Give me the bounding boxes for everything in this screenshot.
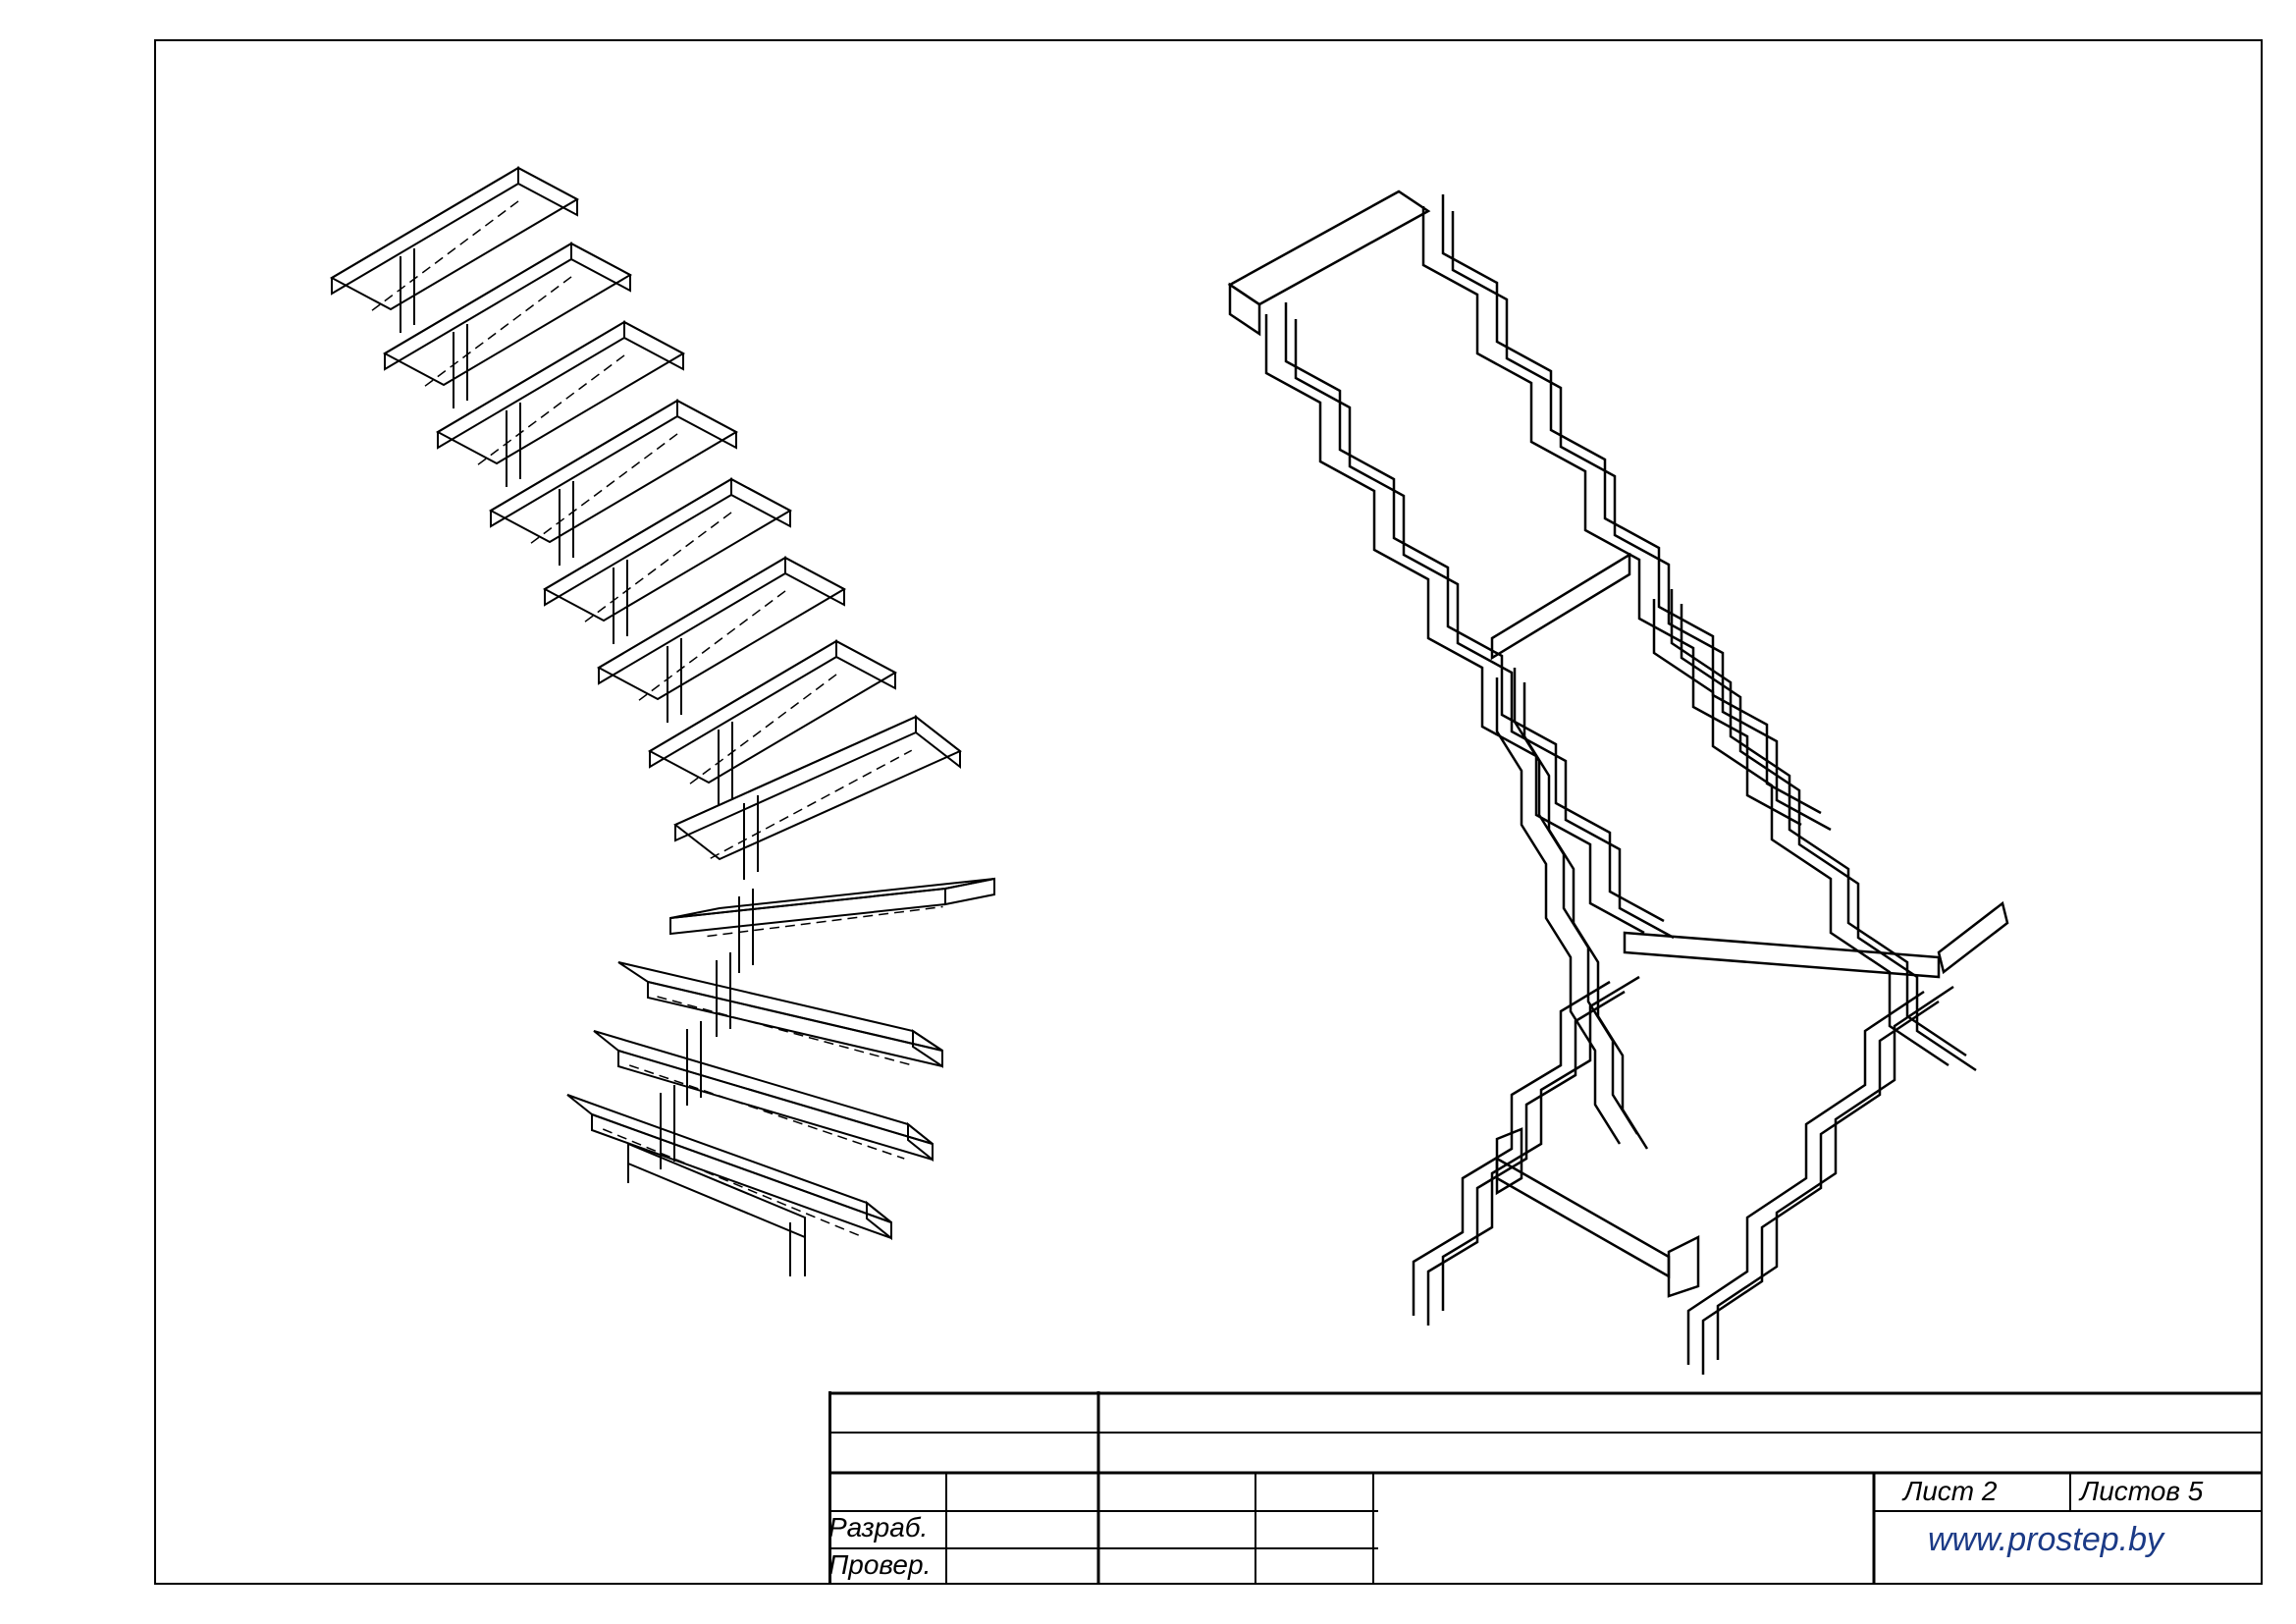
website-link[interactable]: www.prostep.by: [1928, 1521, 2163, 1558]
checked-by-label: Провер.: [828, 1549, 932, 1580]
tread-front: [674, 715, 917, 842]
upper-left-stringer: [1294, 319, 1675, 940]
hidden-stringer-line: [584, 511, 733, 623]
upper-right-stringer: [1451, 211, 1832, 832]
bottom-right-stringer: [1716, 985, 1954, 1360]
upper-left-stringer: [1264, 314, 1645, 935]
bottom-left-stringer: [1412, 980, 1611, 1316]
tread-front: [331, 166, 519, 296]
base-beam: [627, 1142, 806, 1239]
top-cross-beam: [1227, 189, 1431, 306]
tread-side: [915, 714, 961, 770]
tread-front: [490, 399, 678, 528]
stringer-frame-isometric-view: [1227, 189, 2009, 1375]
upper-left-stringer: [1284, 302, 1665, 923]
bottom-right-stringer: [1701, 1000, 1940, 1375]
hidden-stringer-line: [371, 199, 520, 311]
bottom-left-stringer: [1426, 990, 1626, 1326]
tread-top: [596, 556, 847, 701]
developed-by-label: Разраб.: [828, 1512, 929, 1543]
landing-beam-end: [1937, 900, 2009, 975]
tread-side: [866, 1200, 892, 1241]
hidden-stringer-line: [710, 749, 913, 859]
upper-right-stringer: [1421, 206, 1802, 827]
hidden-stringer-line: [657, 996, 913, 1066]
mid-left-stringer: [1495, 677, 1622, 1145]
hidden-stringer-line: [530, 432, 679, 544]
tread-side: [517, 166, 578, 217]
tread-side: [623, 320, 684, 371]
hidden-stringer-line: [629, 1064, 905, 1160]
tread-top: [435, 320, 686, 465]
bottom-base-end: [1667, 1234, 1700, 1298]
right-long-stringer: [1652, 599, 1949, 1067]
tread-side: [730, 477, 791, 528]
tread-top: [566, 1094, 892, 1223]
hidden-stringer-line: [707, 905, 943, 938]
tread-side: [835, 639, 896, 690]
sheet-frame: [154, 39, 2263, 1585]
upper-right-stringer: [1441, 194, 1822, 815]
tread-front: [437, 320, 625, 450]
hidden-stringer-line: [477, 353, 626, 465]
sheets-total-label: Листов 5: [2080, 1476, 2204, 1506]
sheet-number-label: Лист 2: [1903, 1476, 1998, 1506]
tread-top: [382, 242, 633, 387]
tread-side: [907, 1121, 934, 1163]
hidden-stringer-line: [424, 275, 573, 387]
tread-top: [542, 477, 793, 623]
right-long-stringer: [1670, 589, 1967, 1057]
tread-front: [669, 887, 946, 936]
tread-side: [944, 877, 995, 906]
tread-top: [593, 1030, 934, 1145]
title-block: Разраб. Провер. Лист 2 Листов 5 www.pros…: [828, 1391, 2263, 1585]
middle-cross-beam: [1490, 552, 1631, 661]
tread-top: [488, 399, 739, 544]
bottom-left-stringer: [1441, 975, 1640, 1311]
staircase-hidden-lines: [371, 199, 943, 1238]
tread-side: [676, 399, 737, 450]
bottom-right-stringer: [1686, 990, 1925, 1365]
bottom-base-end: [1495, 1127, 1523, 1196]
top-cross-beam-end: [1228, 282, 1261, 337]
tread-top: [329, 166, 580, 311]
mid-left-stringer: [1522, 682, 1649, 1150]
tread-front: [649, 639, 837, 769]
tread-side: [570, 242, 631, 293]
tread-front: [647, 980, 943, 1068]
tread-side: [912, 1029, 943, 1068]
tread-front: [591, 1112, 892, 1240]
tread-front: [384, 242, 572, 371]
tread-top: [617, 961, 943, 1052]
tread-side: [784, 556, 845, 607]
hidden-stringer-line: [602, 1128, 864, 1238]
staircase-isometric-view: [329, 166, 995, 1276]
tread-top: [647, 639, 898, 785]
landing-beam: [1623, 931, 1941, 979]
hidden-stringer-line: [689, 673, 838, 785]
tread-front: [617, 1049, 934, 1162]
